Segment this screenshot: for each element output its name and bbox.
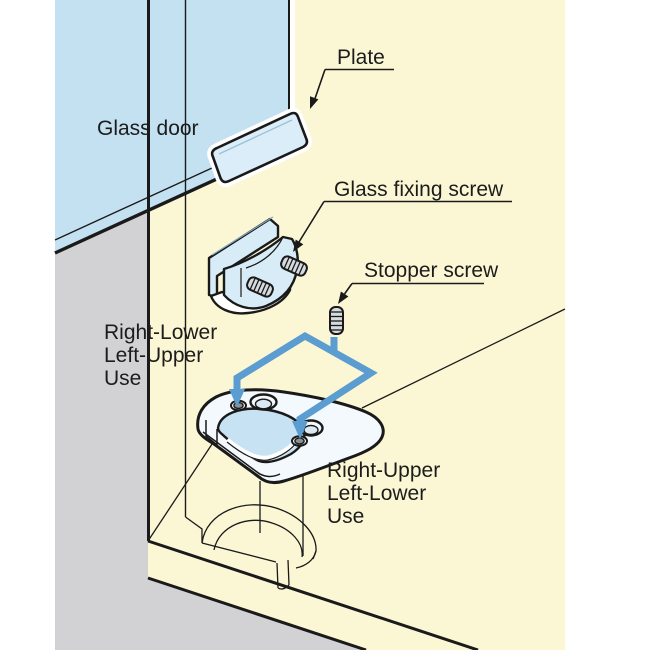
glass-fixing-screw-label: Glass fixing screw: [334, 178, 504, 201]
plate-part: [207, 108, 312, 187]
leader-arrowheads: [293, 96, 349, 304]
plate-arrow-icon: [310, 96, 319, 109]
plate-label: Plate: [337, 46, 385, 69]
usage-left-line1: Right-Lower: [104, 321, 218, 344]
usage-right-label: Right-Upper Left-Lower Use: [327, 459, 440, 528]
down-arrow-left-icon: [229, 389, 245, 407]
usage-left-label: Right-Lower Left-Upper Use: [104, 321, 217, 390]
cabinet-shadow: [55, 210, 366, 650]
label-leaders: [298, 68, 512, 295]
glass-fixing-screw-inner: [246, 276, 274, 298]
cabinet-wall: [148, 0, 565, 650]
usage-left-line3: Use: [104, 367, 142, 390]
direction-arrows: [229, 331, 378, 439]
glass-door-label: Glass door: [97, 117, 199, 140]
usage-right-line3: Use: [327, 505, 365, 528]
floor-edges: [147, 308, 566, 650]
down-arrow-right-icon: [292, 421, 308, 439]
stopper-screw-arrow-icon: [338, 291, 349, 304]
stopper-screw-part: [329, 306, 344, 335]
stopper-screw-label: Stopper screw: [364, 259, 499, 282]
glass-fixing-screw-outer: [280, 255, 308, 277]
usage-right-line1: Right-Upper: [327, 459, 441, 482]
glass-clamp-part: [207, 216, 308, 315]
usage-left-line2: Left-Upper: [104, 344, 204, 367]
fixing-screw-arrow-icon: [293, 239, 304, 252]
usage-right-line2: Left-Lower: [327, 482, 427, 505]
stopper-hole-right: [291, 435, 308, 447]
